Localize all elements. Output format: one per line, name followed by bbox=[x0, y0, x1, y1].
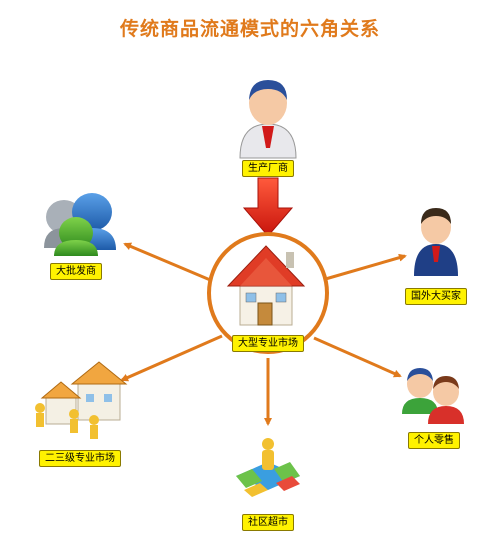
house-icon bbox=[226, 245, 306, 326]
store-puzzle-icon bbox=[236, 438, 300, 497]
diagram-title: 传统商品流通模式的六角关系 bbox=[119, 18, 380, 40]
arrow-to-retail bbox=[313, 336, 402, 378]
person-icon bbox=[414, 208, 458, 276]
producer-label: 生产厂商 bbox=[242, 160, 294, 177]
businessman-icon bbox=[239, 80, 297, 159]
wholesale-label: 大批发商 bbox=[50, 263, 102, 280]
user-group-icon bbox=[44, 193, 116, 256]
two-people-icon bbox=[402, 368, 464, 424]
secondary-market-label: 二三级专业市场 bbox=[39, 450, 121, 467]
center-label: 大型专业市场 bbox=[232, 335, 304, 352]
arrow-to-wholesale bbox=[123, 242, 216, 284]
connector-arrows bbox=[120, 242, 407, 426]
supermarket-label: 社区超市 bbox=[242, 514, 294, 531]
buildings-icon bbox=[35, 361, 128, 439]
foreign-buyer-label: 国外大买家 bbox=[405, 288, 467, 305]
arrow-to-secondary-market bbox=[120, 334, 223, 382]
main-supply-arrow bbox=[242, 177, 294, 237]
retail-label: 个人零售 bbox=[408, 432, 460, 449]
arrow-to-foreign-buyer bbox=[321, 253, 407, 282]
